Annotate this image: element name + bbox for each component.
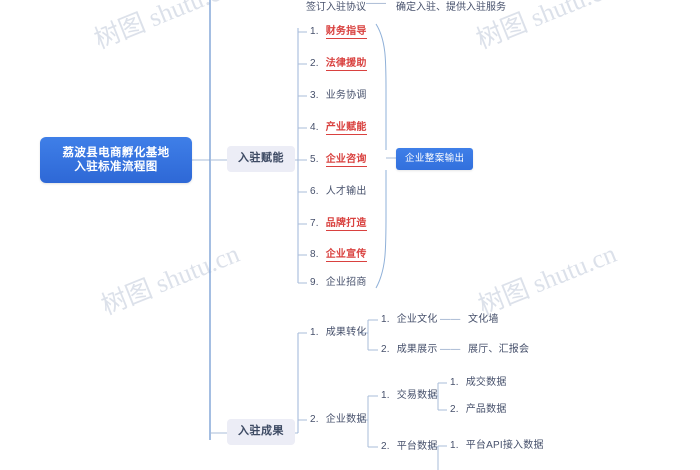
item-label: 法律援助: [325, 58, 367, 71]
list-item[interactable]: 1. 成交数据: [450, 377, 507, 390]
list-item[interactable]: 9. 企业招商: [310, 277, 367, 290]
item-label: 产业赋能: [325, 122, 367, 135]
item-label: 成果展示: [396, 344, 438, 355]
item-index: 5.: [310, 154, 319, 165]
list-item[interactable]: 1. 平台API接入数据: [450, 440, 544, 453]
item-label: 企业文化: [396, 314, 438, 325]
group-label: 成果转化: [325, 327, 367, 338]
output-node-qiye-zhengan-shuchu[interactable]: 企业整案输出: [396, 148, 474, 170]
item-index: 2.: [310, 58, 319, 69]
item-index: 1.: [450, 440, 459, 451]
list-item[interactable]: 2. 平台数据: [381, 441, 438, 454]
list-item[interactable]: 6. 人才输出: [310, 186, 367, 199]
clipped-right-label: 确定入驻、提供入驻服务: [396, 2, 506, 13]
branch-node-ruzhu-funeng[interactable]: 入驻赋能: [227, 146, 295, 172]
item-index: 1.: [310, 26, 319, 37]
clipped-node-sign-agreement: 签订入驻协议: [306, 0, 366, 13]
branch-label: 入驻成果: [238, 425, 284, 437]
item-label: 人才输出: [325, 186, 367, 197]
item-index: 7.: [310, 218, 319, 229]
group-node-chengguo-zhuanhua[interactable]: 1. 成果转化: [310, 327, 367, 340]
clipped-node-provide-service: 确定入驻、提供入驻服务: [396, 0, 506, 13]
group-index: 2.: [310, 414, 319, 425]
item-index: 2.: [450, 404, 459, 415]
item-index: 8.: [310, 249, 319, 260]
list-item[interactable]: 8. 企业宣传: [310, 249, 367, 262]
list-item[interactable]: 2. 产品数据: [450, 404, 507, 417]
detail-label: 文化墙: [468, 314, 499, 325]
watermark: 树图 shutu.cn: [90, 0, 237, 55]
watermark: 树图 shutu.cn: [97, 238, 244, 321]
item-index: 3.: [310, 90, 319, 101]
detail-label: 展厅、汇报会: [468, 344, 530, 355]
output-label: 企业整案输出: [405, 153, 465, 164]
group-node-qiye-shuju[interactable]: 2. 企业数据: [310, 414, 367, 427]
item-index: 1.: [450, 377, 459, 388]
item-label: 企业咨询: [325, 154, 367, 167]
list-item[interactable]: 1. 财务指导: [310, 26, 367, 39]
root-node[interactable]: 荔波县电商孵化基地 入驻标准流程图: [40, 137, 192, 183]
item-label: 平台API接入数据: [465, 440, 544, 451]
item-index: 1.: [381, 314, 390, 325]
item-label: 企业招商: [325, 277, 367, 288]
watermark: 树图 shutu.cn: [474, 238, 621, 321]
item-label: 平台数据: [396, 441, 438, 452]
list-item[interactable]: 1. 企业文化: [381, 314, 438, 327]
list-item[interactable]: 3. 业务协调: [310, 90, 367, 103]
dash-connector: ——: [440, 314, 461, 325]
item-label: 产品数据: [465, 404, 507, 415]
item-index: 6.: [310, 186, 319, 197]
item-label: 企业宣传: [325, 249, 367, 262]
item-index: 2.: [381, 344, 390, 355]
clipped-dash: ——: [366, 0, 386, 9]
list-item[interactable]: 5. 企业咨询: [310, 154, 367, 167]
item-label: 品牌打造: [325, 218, 367, 231]
list-item[interactable]: 1. 交易数据: [381, 390, 438, 403]
item-label: 交易数据: [396, 390, 438, 401]
item-index: 2.: [381, 441, 390, 452]
dash-connector: ——: [440, 344, 461, 355]
list-item[interactable]: 2. 法律援助: [310, 58, 367, 71]
root-title-line2: 入驻标准流程图: [74, 161, 158, 173]
branch-label: 入驻赋能: [238, 152, 284, 164]
item-label: 业务协调: [325, 90, 367, 101]
list-item[interactable]: 7. 品牌打造: [310, 218, 367, 231]
root-title-line1: 荔波县电商孵化基地: [62, 146, 170, 159]
item-label: 成交数据: [465, 377, 507, 388]
list-item[interactable]: 2. 成果展示: [381, 344, 438, 357]
branch-node-ruzhu-chengguo[interactable]: 入驻成果: [227, 419, 295, 445]
item-index: 9.: [310, 277, 319, 288]
item-label: 财务指导: [325, 26, 367, 39]
item-index: 4.: [310, 122, 319, 133]
group-label: 企业数据: [325, 414, 367, 425]
group-index: 1.: [310, 327, 319, 338]
item-index: 1.: [381, 390, 390, 401]
list-item[interactable]: 4. 产业赋能: [310, 122, 367, 135]
clipped-left-label: 签订入驻协议: [306, 2, 366, 13]
